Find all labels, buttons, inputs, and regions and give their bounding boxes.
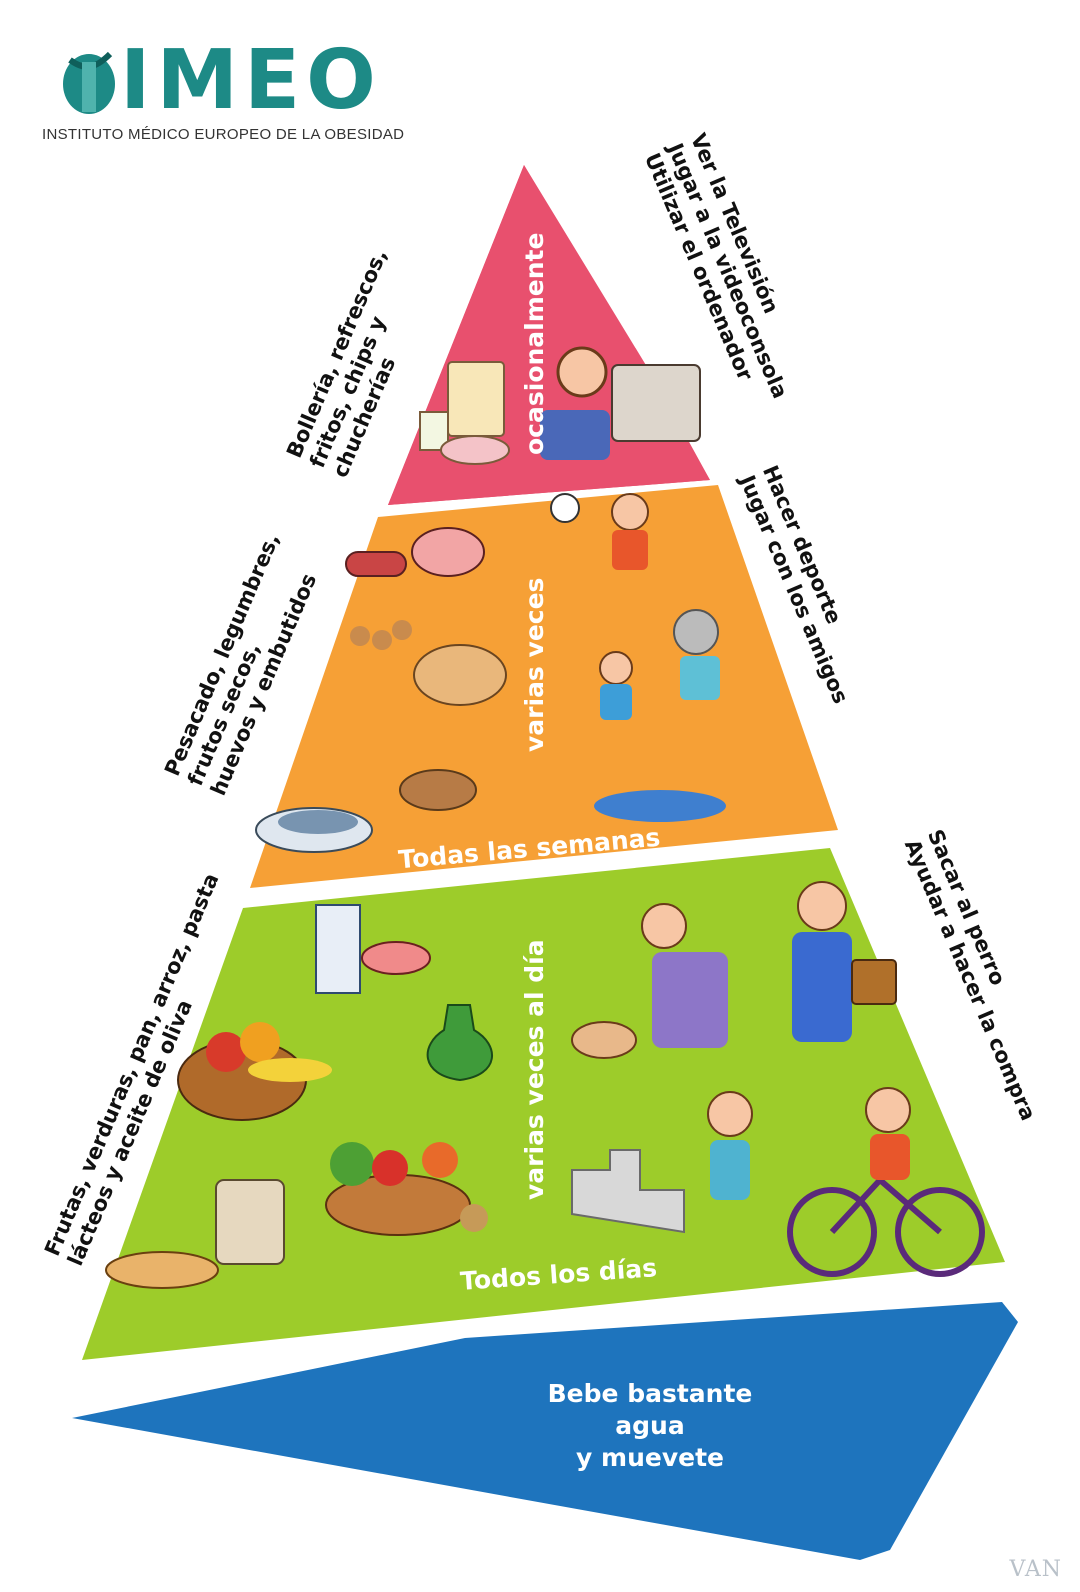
water-line-1: Bebe bastante agua <box>547 1379 753 1440</box>
cyclist-illustration <box>787 1087 985 1277</box>
bottom-frequency-label: varias veces al día <box>520 939 549 1200</box>
tier-middle-shape <box>250 485 838 888</box>
base-water-shape <box>72 1302 1018 1560</box>
watermark: VAN <box>1009 1557 1062 1582</box>
water-message: Bebe bastante agua y muevete <box>520 1378 780 1474</box>
olive-oil-illustration <box>426 1004 494 1082</box>
logo-subtitle: INSTITUTO MÉDICO EUROPEO DE LA OBESIDAD <box>42 126 405 143</box>
tier-bottom-shape <box>82 848 1005 1360</box>
fish-illustration <box>255 769 477 853</box>
bread-pasta-illustration <box>105 1179 285 1289</box>
top-frequency-label: ocasionalmente <box>520 232 549 455</box>
sweets-illustration <box>419 361 510 465</box>
dairy-illustration <box>315 904 431 994</box>
stairs-girl-illustration <box>571 1091 753 1234</box>
middle-frequency-label: varias veces <box>520 577 549 752</box>
sports-kids-illustration <box>550 493 726 822</box>
water-line-2: y muevete <box>576 1443 724 1472</box>
chicken-illustration <box>350 620 507 706</box>
tv-child-illustration <box>540 346 701 460</box>
dog-walk-illustration <box>571 903 728 1059</box>
logo-wordmark: IMEO <box>120 33 382 128</box>
logo-emblem-icon <box>63 51 115 114</box>
vegetable-basket-illustration <box>325 1142 488 1236</box>
shopping-man-illustration <box>792 881 897 1042</box>
fruit-basket-illustration <box>177 1022 332 1121</box>
meat-illustration <box>345 527 485 577</box>
